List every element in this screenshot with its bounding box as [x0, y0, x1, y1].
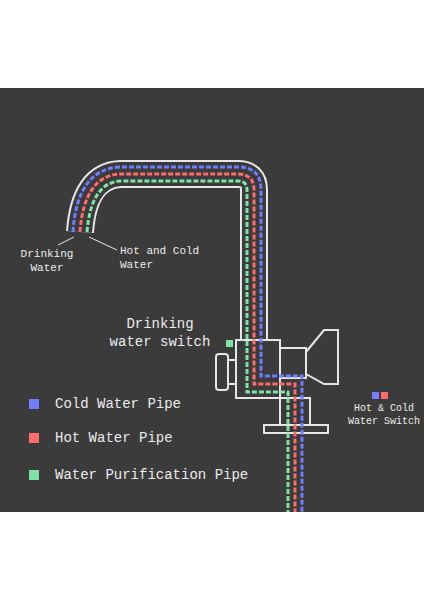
purification-pipe: [87, 181, 288, 512]
legend-swatch: [29, 433, 39, 443]
legend-text: Cold Water Pipe: [55, 396, 181, 412]
hot-water-pipe: [80, 174, 295, 512]
leader-line: [58, 237, 74, 245]
callout-label: Drinking water switch: [104, 316, 216, 351]
faucet-body: [236, 340, 280, 398]
dark-panel: [0, 88, 424, 512]
drinking-switch-knob: [216, 354, 228, 390]
cold-water-pipe: [73, 167, 302, 512]
color-mark: [381, 392, 388, 399]
handle-lever: [306, 330, 338, 384]
legend-row: Hot Water Pipe: [29, 430, 173, 446]
legend-swatch: [29, 399, 39, 409]
legend-text: Hot Water Pipe: [55, 430, 173, 446]
legend-text: Water Purification Pipe: [55, 467, 248, 483]
callout-label: Drinking Water: [14, 248, 80, 276]
handle-hub: [280, 348, 306, 378]
callout-label: Hot and Cold Water: [120, 245, 204, 273]
callout-label: Hot & Cold Water Switch: [346, 403, 422, 428]
legend-row: Cold Water Pipe: [29, 396, 181, 412]
legend-row: Water Purification Pipe: [29, 467, 248, 483]
legend-swatch: [29, 470, 39, 480]
leader-line: [89, 237, 117, 250]
color-mark: [226, 340, 233, 347]
color-mark: [372, 392, 379, 399]
switch-stem: [228, 360, 236, 384]
